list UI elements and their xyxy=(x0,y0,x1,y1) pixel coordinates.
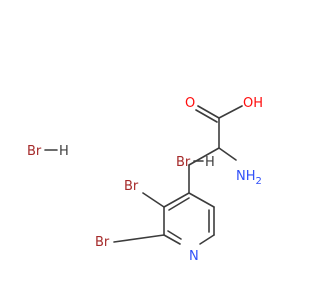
carbonyl-oxygen-label: O xyxy=(185,96,195,111)
ring-bromine-2-label: Br xyxy=(95,235,110,250)
molecule-diagram: Br H Br H O OH NH2 Br Br N xyxy=(27,96,263,264)
ring-bond-c4-c5 xyxy=(188,192,215,208)
hbr2-hydrogen-label: H xyxy=(59,144,69,159)
carbonyl-double-bond-a xyxy=(197,105,220,119)
pyridine-nitrogen-label: N xyxy=(189,249,199,264)
alpha-beta-bond xyxy=(188,147,220,166)
ring-bond-c3-c4 xyxy=(163,192,190,208)
ring-bromine-3-label: Br xyxy=(124,179,139,194)
structure-canvas: Br H Br H O OH NH2 Br Br N xyxy=(27,96,263,264)
ring-bond-n-c2 xyxy=(163,234,181,245)
acid-oh-bond xyxy=(218,105,243,119)
hydroxyl-label: OH xyxy=(243,96,263,111)
hbr1-hydrogen-label: H xyxy=(205,155,215,170)
carbonyl-double-bond-b xyxy=(195,109,218,123)
alpha-amine-bond xyxy=(218,147,237,161)
c2-bromine-bond xyxy=(113,234,165,243)
hbr1-bromine-label: Br xyxy=(176,155,191,170)
ring-bond-c6-n xyxy=(199,234,215,245)
ring-bond-c3-c4-inner xyxy=(168,197,190,211)
ring-bond-n-c2-inner xyxy=(167,230,182,240)
c3-bromine-bond xyxy=(142,192,165,208)
amine-label: NH2 xyxy=(236,169,262,187)
hbr2-bromine-label: Br xyxy=(27,144,42,159)
